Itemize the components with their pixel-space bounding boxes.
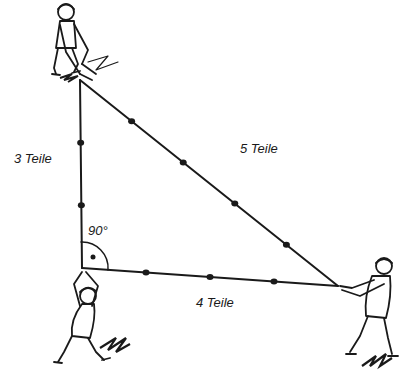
rope-knot [283, 242, 290, 248]
rope-knot [143, 270, 150, 276]
rope-side [80, 80, 338, 286]
shadow-hatch [100, 338, 130, 352]
rope-side [82, 268, 338, 286]
person-figure [52, 4, 118, 80]
length-label: 5 Teile [240, 142, 278, 156]
rope-knot [207, 274, 214, 280]
length-label: 4 Teile [196, 296, 234, 310]
angle-label: 90° [88, 224, 108, 238]
shadow-hatch [362, 354, 392, 366]
person-figure [340, 258, 398, 356]
right-angle-arc [81, 242, 108, 270]
rope-knot [77, 140, 84, 146]
shadow-hatch [60, 74, 78, 82]
rope-knot [128, 118, 135, 124]
length-label: 3 Teile [14, 152, 52, 166]
rope-side [80, 80, 82, 268]
person-figure [54, 272, 110, 363]
rope-knot [78, 202, 85, 208]
rope-knot [271, 279, 278, 285]
rope-knot [180, 159, 187, 165]
right-angle-dot [91, 255, 96, 260]
rope-knot [231, 201, 238, 207]
